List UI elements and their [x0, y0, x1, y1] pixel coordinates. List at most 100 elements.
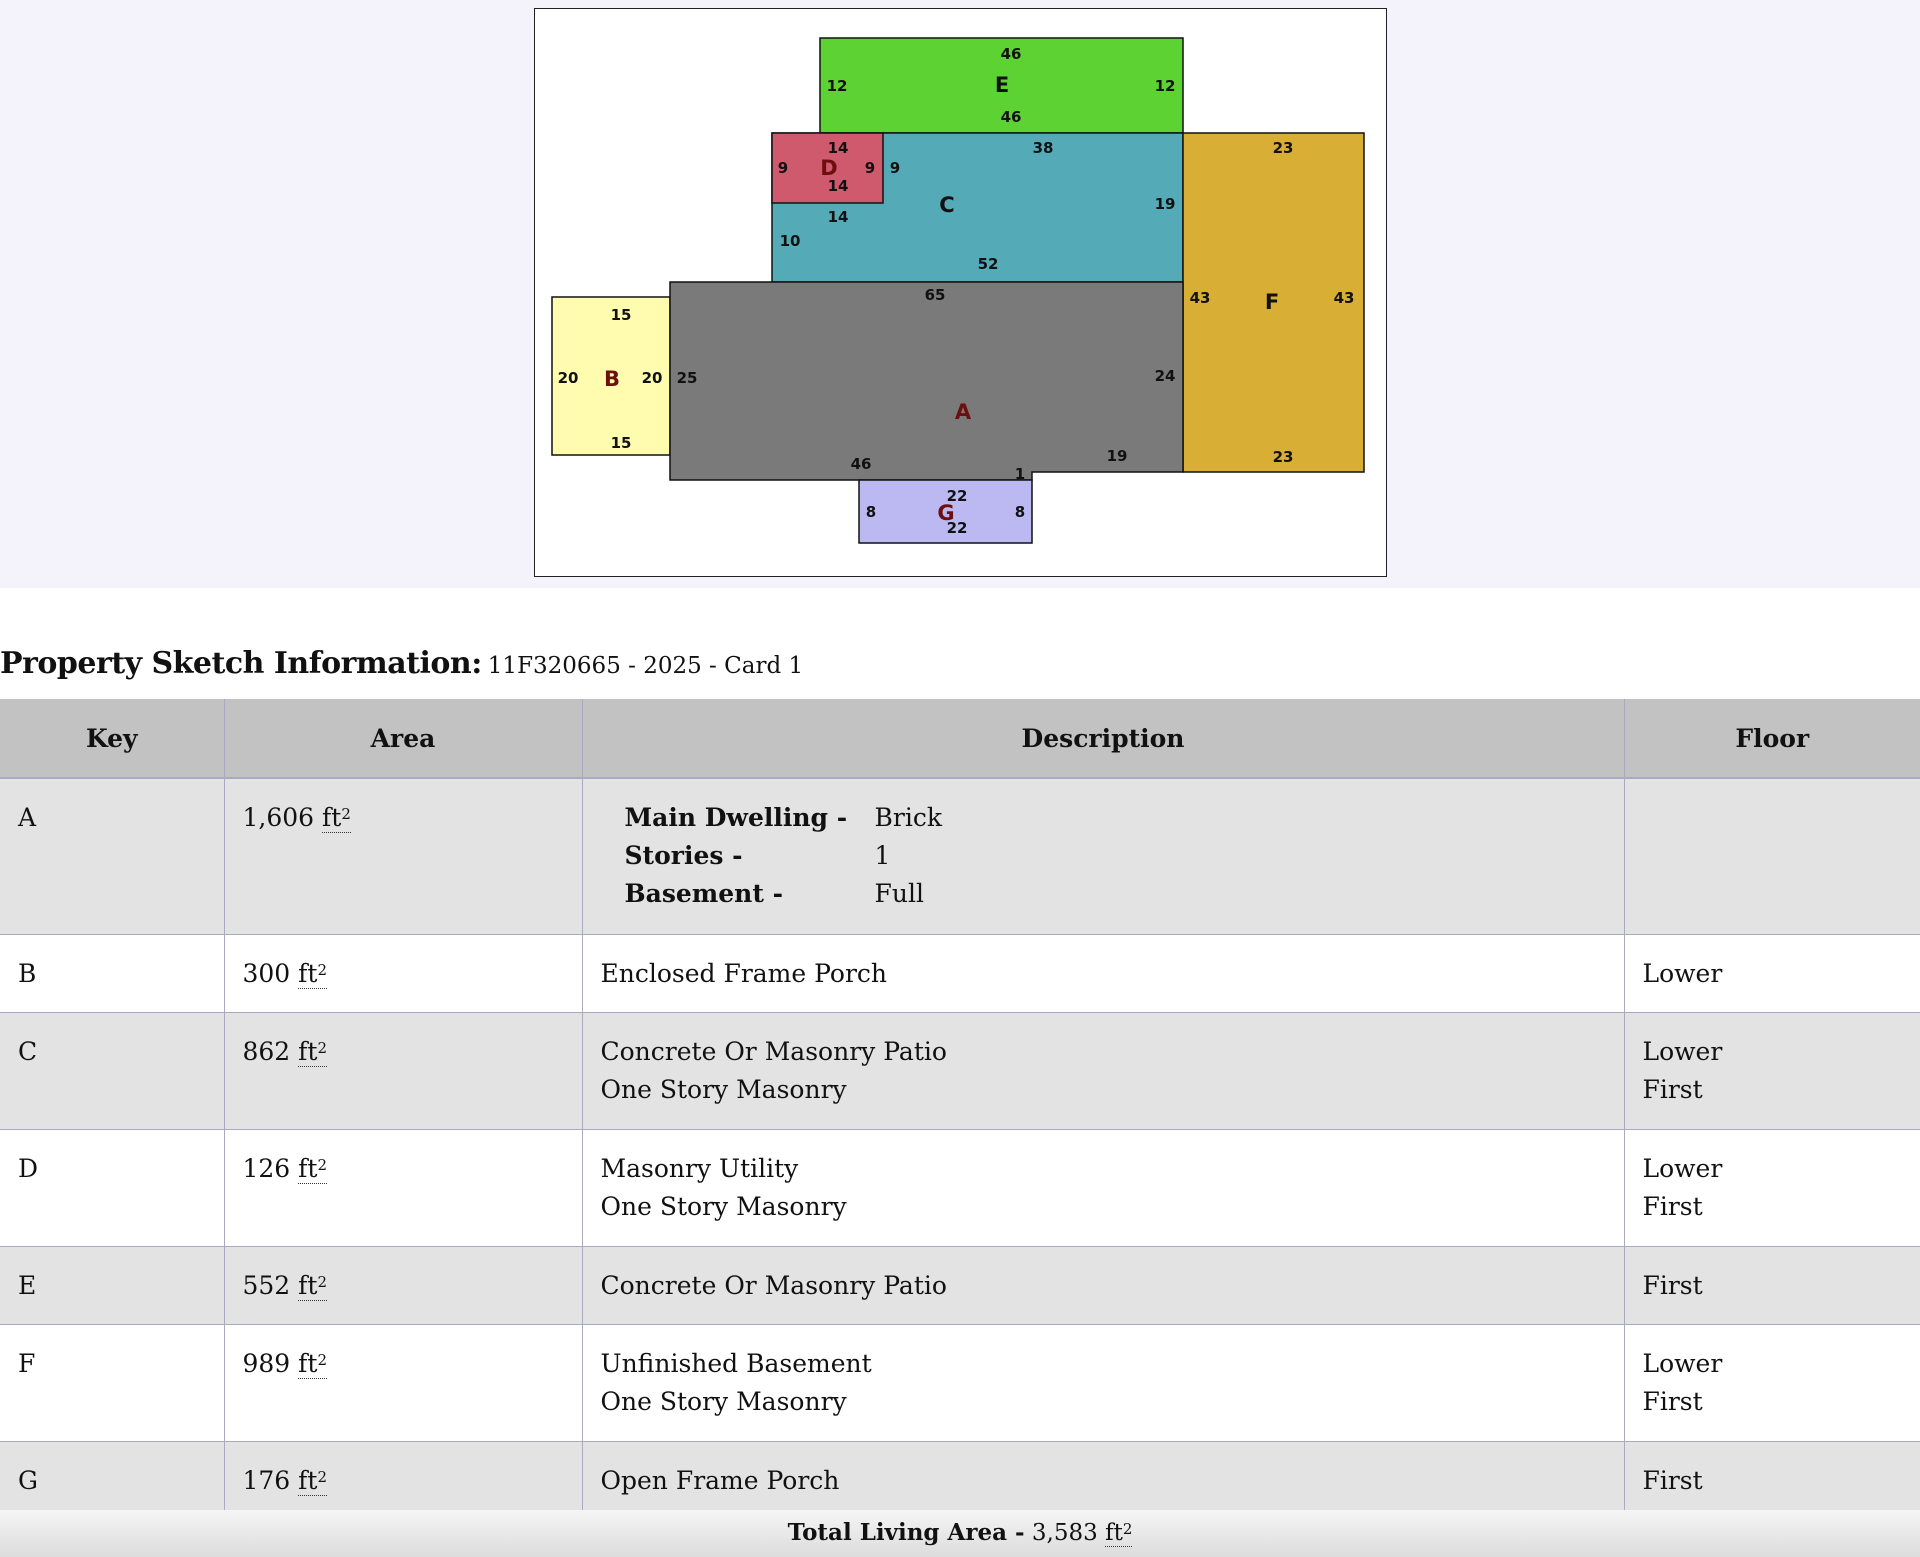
dim-a-bottom: 46 [851, 455, 872, 473]
dim-d-left: 9 [778, 159, 788, 177]
dim-c-right: 19 [1155, 195, 1176, 213]
description-line: Open Frame Porch [600, 1465, 840, 1495]
sketch-area-d [771, 132, 884, 204]
dim-c-left: 10 [780, 232, 801, 250]
sketch-area-e [819, 37, 1184, 134]
description-line: One Story Masonry [600, 1191, 847, 1221]
dim-b-left: 20 [558, 369, 579, 387]
detail-label: Main Dwelling - [624, 803, 848, 832]
header-description: Description [582, 699, 1625, 779]
key-d: D [820, 156, 837, 180]
key-g: G [937, 501, 954, 525]
floor-line: First [1642, 1074, 1703, 1104]
sketch-area-f [1182, 132, 1365, 473]
floor-line: Lower [1642, 1153, 1723, 1183]
cell-floor: First [1624, 1441, 1920, 1520]
area-unit: ft2 [322, 803, 351, 833]
sketch-svg: 46 12 12 46 E 14 9 9 14 D 38 9 19 14 10 … [551, 37, 1365, 544]
detail-label: Stories - [624, 841, 743, 870]
floor-line: First [1642, 1270, 1703, 1300]
cell-key: F [0, 1324, 225, 1442]
dim-d-top: 14 [828, 139, 849, 157]
page-title: Property Sketch Information: [0, 646, 482, 681]
floor-line: First [1642, 1191, 1703, 1221]
dim-b-right: 20 [642, 369, 663, 387]
dim-b-bottom: 15 [611, 434, 632, 452]
total-living-area: Total Living Area - 3,583 ft2 [0, 1510, 1920, 1557]
area-unit: ft2 [298, 958, 328, 989]
dim-a-top: 65 [925, 286, 946, 304]
table-header-row: Key Area Description Floor [0, 699, 1920, 779]
key-c: C [939, 193, 954, 217]
floor-line: First [1642, 1386, 1703, 1416]
dim-b-top: 15 [611, 306, 632, 324]
cell-key: C [0, 1012, 225, 1130]
dim-e-right: 12 [1155, 77, 1176, 95]
dim-e-left: 12 [827, 77, 848, 95]
area-value: 300 [242, 958, 291, 988]
dim-d-right: 9 [865, 159, 875, 177]
floor-line: Lower [1642, 958, 1723, 988]
dim-a-notch: 1 [1015, 465, 1025, 483]
cell-key: B [0, 934, 225, 1013]
cell-floor: First [1624, 1246, 1920, 1325]
dim-g-right: 8 [1015, 503, 1025, 521]
parcel-card-subtitle: 11F320665 - 2025 - Card 1 [487, 653, 804, 679]
dim-c-left-in: 9 [890, 159, 900, 177]
header-area: Area [224, 699, 583, 779]
detail-value: Full [874, 879, 924, 908]
dim-c-inner: 14 [828, 208, 849, 226]
cell-area: 862 ft2 [224, 1012, 583, 1130]
total-unit: ft2 [1105, 1520, 1133, 1547]
description-line: Concrete Or Masonry Patio [600, 1270, 947, 1300]
dim-g-top: 22 [947, 487, 968, 505]
dim-d-bottom: 14 [828, 177, 849, 195]
dim-f-top: 23 [1273, 139, 1294, 157]
header-key: Key [0, 699, 225, 779]
total-label: Total Living Area - [787, 1519, 1025, 1546]
area-unit: ft2 [298, 1153, 328, 1184]
detail-value: Brick [874, 803, 942, 832]
cell-area: 176 ft2 [224, 1441, 583, 1520]
area-value: 862 [242, 1036, 291, 1066]
cell-area: 989 ft2 [224, 1324, 583, 1442]
dim-f-bottom: 23 [1273, 448, 1294, 466]
description-line: One Story Masonry [600, 1386, 847, 1416]
description-line: Unfinished Basement [600, 1348, 872, 1378]
sketch-band: 46 12 12 46 E 14 9 9 14 D 38 9 19 14 10 … [0, 0, 1920, 588]
area-unit: ft2 [298, 1348, 328, 1379]
dim-f-right: 43 [1334, 289, 1355, 307]
cell-area: 126 ft2 [224, 1129, 583, 1247]
dim-e-bottom: 46 [1001, 108, 1022, 126]
detail-label: Basement - [624, 879, 783, 908]
sketch-area-a [669, 281, 1184, 481]
area-value: 176 [242, 1465, 291, 1495]
cell-key: G [0, 1441, 225, 1520]
area-value: 989 [242, 1348, 291, 1378]
cell-description: Open Frame Porch [582, 1441, 1625, 1520]
dim-g-bottom: 22 [947, 519, 968, 537]
dim-a-right: 24 [1155, 367, 1176, 385]
sketch-area-g [858, 479, 1033, 544]
cell-area: 300 ft2 [224, 934, 583, 1013]
detail-value: 1 [874, 841, 891, 870]
area-value: 126 [242, 1153, 291, 1183]
cell-area: 552 ft2 [224, 1246, 583, 1325]
area-unit: ft2 [298, 1036, 328, 1067]
description-line: Enclosed Frame Porch [600, 958, 888, 988]
floor-line: First [1642, 1465, 1703, 1495]
dim-a-left: 25 [677, 369, 698, 387]
